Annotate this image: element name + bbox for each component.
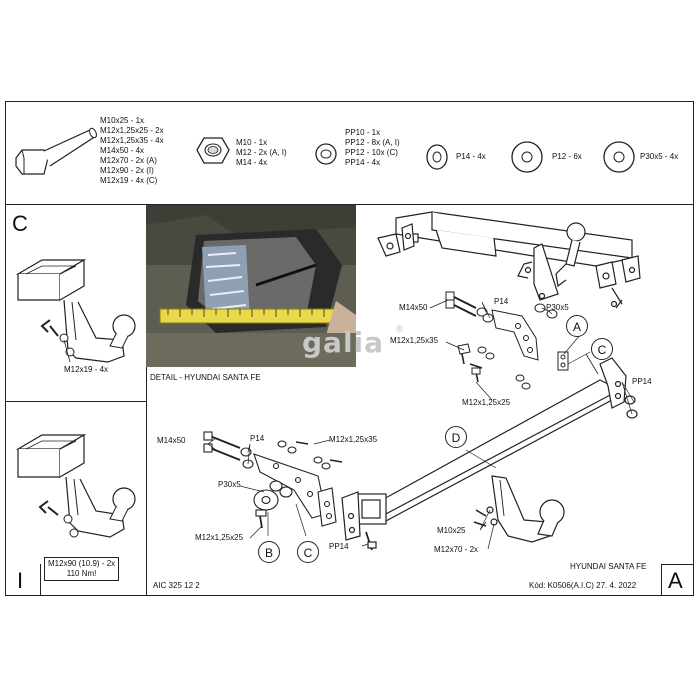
nut-item: M14 - 4x <box>236 158 268 167</box>
bolt-item: M14x50 - 4x <box>100 146 145 155</box>
washer-p12-icon <box>511 141 543 173</box>
label-p30x5-top: P30x5 <box>546 303 569 312</box>
nut-item: M10 - 1x <box>236 138 268 147</box>
left-panel-divider <box>5 401 146 402</box>
panel-c-drawing <box>15 258 136 363</box>
bolt-item: M12x1,25x25 - 2x <box>100 126 164 135</box>
main-assembly-drawing <box>203 211 641 551</box>
kod-date: Kód: K0506(A.I.C) 27. 4. 2022 <box>529 581 637 590</box>
callout-d: D <box>445 426 467 448</box>
main-tube <box>341 353 638 551</box>
washer-p14-icon <box>426 144 448 170</box>
label-m12x125x25-left: M12x1,25x25 <box>195 533 244 542</box>
washer-item: PP10 - 1x <box>345 128 381 137</box>
panel-i-label-line2: 110 Nm! <box>66 569 97 578</box>
top-crossbar <box>377 211 641 309</box>
washer-pp-icon <box>315 143 337 165</box>
panel-i-letter-box <box>40 564 41 596</box>
detail-photo <box>146 205 356 367</box>
washer-item: PP12 - 8x (A, I) <box>345 138 400 147</box>
panel-c-letter: C <box>12 211 28 236</box>
photo-caption: DETAIL - HYUNDAI SANTA FE <box>150 373 261 382</box>
callout-a: A <box>566 315 588 337</box>
bolt-item: M12x70 - 2x (A) <box>100 156 157 165</box>
panel-c-label: M12x19 - 4x <box>64 365 109 374</box>
washer-p12-label: P12 - 6x <box>552 152 582 161</box>
parts-divider <box>5 204 694 205</box>
drawing-frame <box>5 101 694 596</box>
left-bracket <box>203 431 343 529</box>
washer-item: PP12 - 10x (C) <box>345 148 398 157</box>
leader-lines <box>207 299 635 550</box>
galia-watermark: galia <box>302 326 385 359</box>
label-p14-left: P14 <box>250 434 265 443</box>
label-p14-top: P14 <box>494 297 509 306</box>
label-p30x5-left: P30x5 <box>218 480 241 489</box>
washer-p30-icon <box>603 141 635 173</box>
towball-neck <box>473 475 565 543</box>
label-m12x70: M12x70 - 2x <box>434 545 479 554</box>
drawing-code: AIC 325 12 2 <box>153 581 200 590</box>
panel-i-label-line1: M12x90 (10.9) - 2x <box>48 559 116 568</box>
top-right-fasteners <box>445 291 569 390</box>
label-m14x50-top: M14x50 <box>399 303 428 312</box>
panel-i-drawing <box>15 433 136 538</box>
footer-letter-box-top <box>661 564 694 565</box>
detail-photo-scene <box>146 205 356 367</box>
label-m10x25: M10x25 <box>437 526 466 535</box>
washer-p14-label: P14 - 4x <box>456 152 486 161</box>
washers-pp-list: PP10 - 1x PP12 - 8x (A, I) PP12 - 10x (C… <box>345 128 400 168</box>
footer-letter: A <box>668 568 683 593</box>
washer-p30-label: P30x5 - 4x <box>640 152 679 161</box>
callout-c-bottom: C <box>297 541 319 563</box>
callout-c-top: C <box>591 338 613 360</box>
panel-i-letter: I <box>17 568 24 593</box>
panel-i-label: M12x90 (10.9) - 2x 110 Nm! <box>44 557 120 581</box>
washer-item: PP14 - 4x <box>345 158 381 167</box>
bolt-item: M12x1,25x35 - 4x <box>100 136 164 145</box>
bolt-item: M12x19 - 4x (C) <box>100 176 158 185</box>
nut-item: M12 - 2x (A, I) <box>236 148 287 157</box>
bolt-icon <box>15 127 97 175</box>
bolts-list: M10x25 - 1x M12x1,25x25 - 2x M12x1,25x35… <box>100 116 164 186</box>
label-pp14-bottom: PP14 <box>329 542 349 551</box>
left-column-divider <box>146 204 147 596</box>
nuts-list: M10 - 1x M12 - 2x (A, I) M14 - 4x <box>236 138 287 168</box>
label-m12x125x25-top: M12x1,25x25 <box>462 398 511 407</box>
registered-mark: ® <box>396 324 403 334</box>
model-name: HYUNDAI SANTA FE <box>570 562 647 571</box>
callout-b: B <box>258 541 280 563</box>
label-m12x125x35-left: M12x1,25x35 <box>329 435 378 444</box>
nut-icon <box>196 137 230 164</box>
label-m12x125x35-top: M12x1,25x35 <box>390 336 439 345</box>
bolt-item: M12x90 - 2x (I) <box>100 166 154 175</box>
footer-letter-box <box>661 564 662 596</box>
label-m14x50-left: M14x50 <box>157 436 186 445</box>
label-pp14-right: PP14 <box>632 377 652 386</box>
bolt-item: M10x25 - 1x <box>100 116 145 125</box>
